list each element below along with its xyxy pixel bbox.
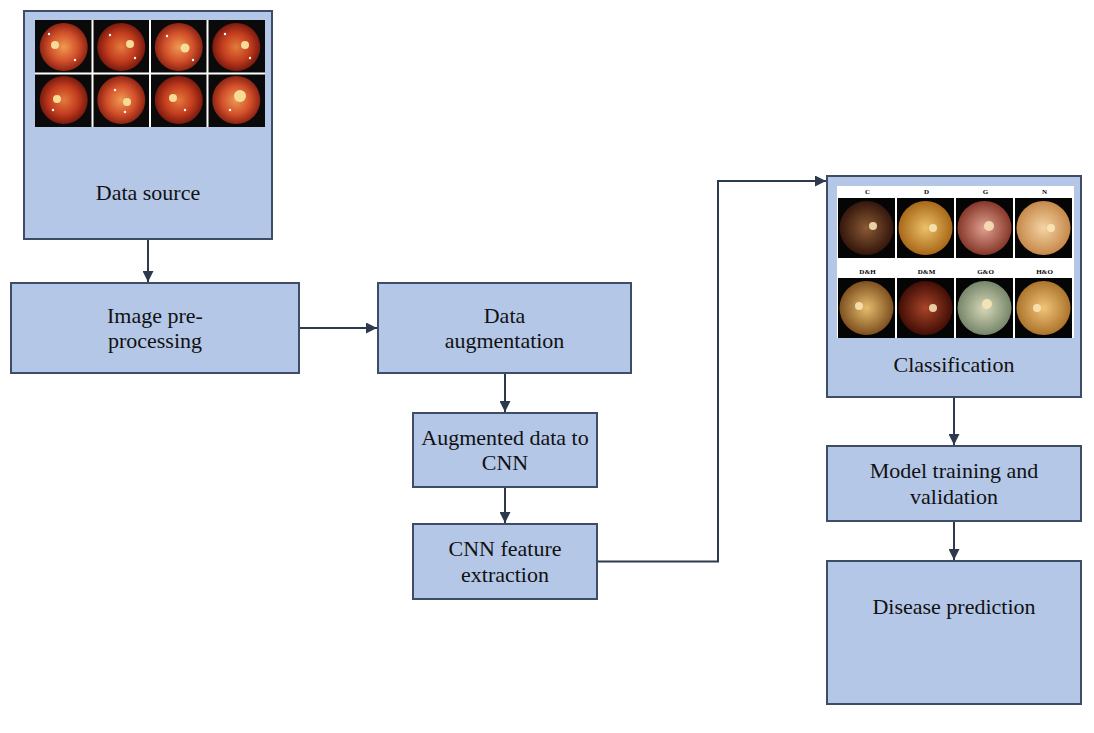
class-sample-grid [837, 186, 1074, 338]
box-label: Disease prediction [836, 594, 1072, 619]
box-label: Augmented data to CNN [420, 425, 590, 476]
image-box: Classification CDGN D&HD&MG&OH&O [826, 175, 1082, 398]
image-ground [35, 20, 265, 127]
process-box: Image pre-processing [10, 282, 300, 374]
image-label: H&O [1016, 266, 1073, 278]
flow-arrow [598, 181, 826, 562]
flow-arrow [504, 488, 506, 523]
flow-arrow [953, 522, 955, 560]
image-label: D [898, 186, 955, 198]
image-label: N [1016, 186, 1073, 198]
image-ground [837, 186, 1074, 338]
flow-arrow [953, 398, 955, 445]
box-label: Image pre-processing [80, 303, 230, 354]
box-label: Classification [836, 352, 1072, 377]
image-label: G [957, 186, 1014, 198]
process-box: Data augmentation [377, 282, 632, 374]
process-box: Disease prediction [826, 560, 1082, 705]
process-box: CNN feature extraction [412, 523, 598, 600]
box-label: Model training and validation [834, 458, 1074, 509]
grid-lines [35, 20, 265, 127]
box-label: Data source [33, 180, 263, 205]
fundus-image-grid [35, 20, 265, 127]
image-label: D&H [839, 266, 896, 278]
process-box: Augmented data to CNN [412, 412, 598, 488]
box-label: CNN feature extraction [430, 536, 580, 587]
flow-arrow [147, 240, 149, 282]
flow-arrow [504, 374, 506, 412]
flow-arrow [300, 327, 377, 329]
image-label: G&O [957, 266, 1014, 278]
process-box: Model training and validation [826, 445, 1082, 522]
image-label: D&M [898, 266, 955, 278]
photo-frames [838, 198, 1072, 338]
image-label: C [839, 186, 896, 198]
box-label: Data augmentation [435, 303, 575, 354]
image-box: Data source [23, 10, 273, 240]
